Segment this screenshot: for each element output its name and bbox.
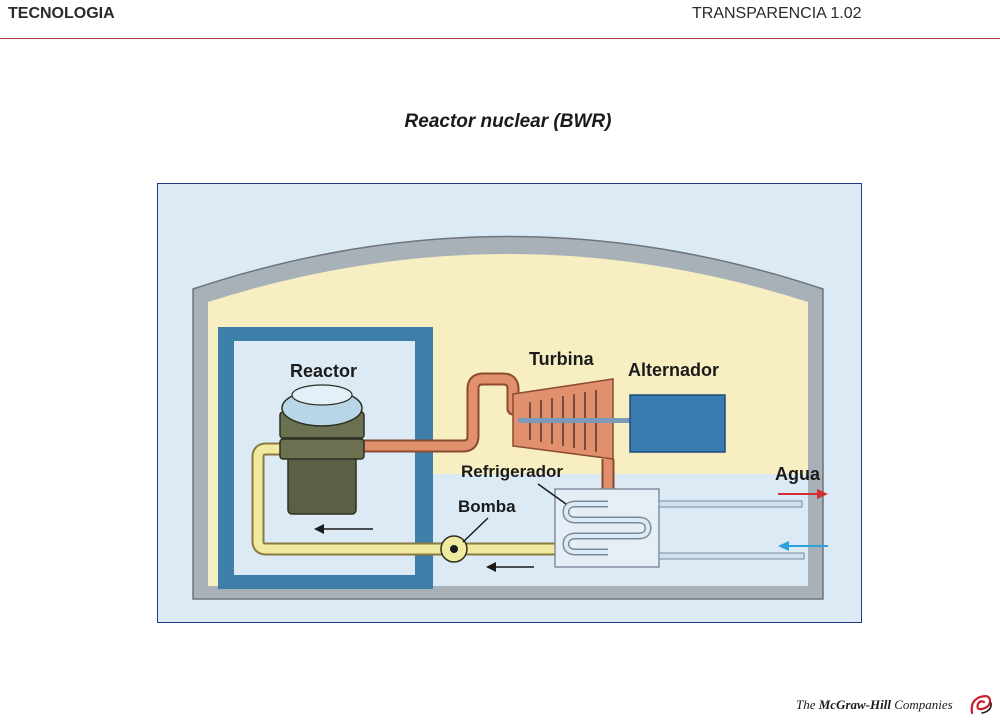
label-alternador: Alternador	[628, 360, 719, 380]
publisher-wordmark: The McGraw-Hill Companies	[796, 697, 953, 713]
flow-arrow-return	[486, 562, 534, 572]
header-slide-number: TRANSPARENCIA 1.02	[692, 5, 862, 22]
page-title: Reactor nuclear (BWR)	[404, 111, 612, 132]
publisher-brand: McGraw-Hill	[818, 697, 891, 712]
publisher-suffix: Companies	[894, 697, 953, 712]
alternator-body	[629, 394, 726, 453]
label-bomba: Bomba	[458, 497, 516, 516]
publisher-logo: The McGraw-Hill Companies	[796, 693, 996, 717]
label-turbina: Turbina	[529, 349, 595, 369]
water-arrow-in	[778, 541, 828, 551]
label-reactor: Reactor	[290, 361, 357, 381]
turbine-shaft	[518, 418, 633, 423]
label-agua: Agua	[775, 464, 821, 484]
refrigerador-leader	[537, 483, 567, 505]
label-refrigerador: Refrigerador	[461, 462, 563, 481]
condenser-coil-fill	[563, 502, 651, 554]
bwr-diagram-svg: Reactor Turbina Alternador Refrigerador …	[192, 235, 828, 600]
header-divider	[0, 38, 1000, 39]
water-arrow-out	[778, 489, 828, 499]
header-section-label: TECNOLOGIA	[8, 5, 115, 22]
publisher-prefix: The	[796, 697, 816, 712]
bwr-diagram: Reactor Turbina Alternador Refrigerador …	[157, 183, 862, 623]
steam-pipe-fill	[353, 374, 523, 451]
reactor-vessel-band-2	[279, 438, 365, 460]
pump-core	[450, 545, 458, 553]
publisher-emblem-icon	[970, 695, 992, 715]
flow-arrow-reactor	[314, 524, 373, 534]
reactor-dome-top	[291, 384, 353, 406]
cooling-water-inlet	[658, 552, 805, 560]
cooling-water-outlet	[658, 500, 803, 508]
bomba-leader	[462, 517, 489, 543]
